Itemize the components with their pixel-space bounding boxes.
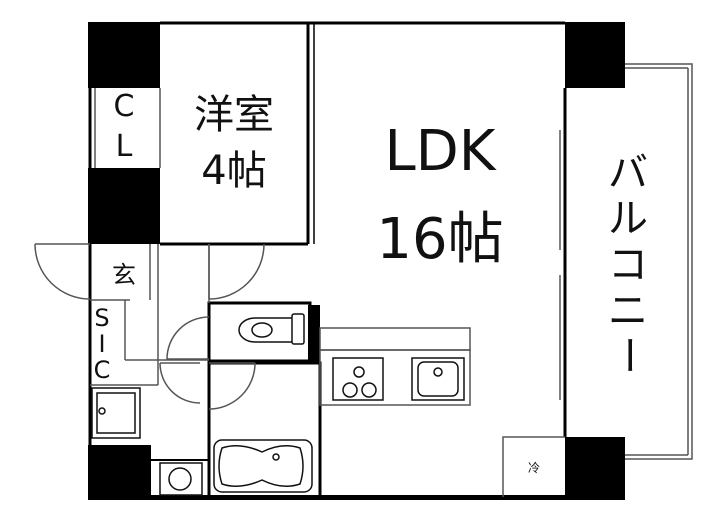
toilet-door — [166, 316, 210, 360]
sic-label-s: S — [94, 304, 109, 332]
balcony-char-1: バ — [608, 150, 648, 196]
balcony — [625, 63, 693, 460]
ldk-name: LDK — [384, 119, 496, 184]
closet-label-c: C — [114, 89, 135, 124]
balcony-label: バ ル コ ニ ー — [605, 150, 651, 375]
closet-label-l: L — [116, 129, 133, 164]
doors — [34, 243, 265, 410]
ldk-size: 16帖 — [376, 207, 503, 272]
balcony-char-3: コ — [608, 242, 648, 288]
stove-icon — [332, 357, 384, 401]
washroom-door — [159, 362, 201, 404]
sic-label-i: I — [98, 330, 105, 358]
western-room-door — [208, 243, 265, 300]
front-door — [34, 243, 91, 300]
kitchen-sink-icon — [411, 357, 465, 401]
sic-label-c: C — [94, 356, 111, 384]
western-room-size: 4帖 — [201, 148, 266, 194]
bathtub-icon — [213, 439, 313, 493]
balcony-char-4: ニ — [608, 288, 648, 334]
western-room-name: 洋室 — [194, 92, 274, 138]
wash-basin-icon — [159, 462, 203, 496]
balcony-char-5: ー — [605, 335, 651, 375]
bath-door — [208, 362, 256, 410]
fridge-label: 冷 — [528, 461, 540, 475]
balcony-char-2: ル — [608, 196, 648, 242]
wall-outlines — [88, 21, 567, 499]
toilet-icon — [238, 313, 305, 345]
structural-walls — [88, 22, 625, 500]
washing-machine-pan-icon — [91, 387, 141, 439]
entrance-label: 玄 — [112, 261, 136, 289]
